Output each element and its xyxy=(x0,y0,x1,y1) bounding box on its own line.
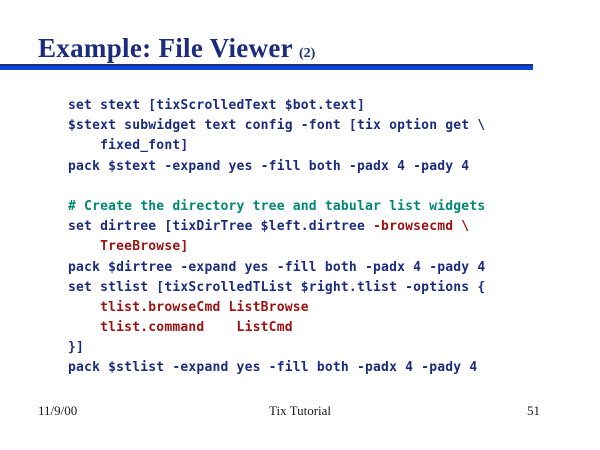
code-segment: tlist.command ListCmd xyxy=(68,320,293,336)
footer-date: 11/9/00 xyxy=(38,403,78,418)
code-line: $stext subwidget text config -font [tix … xyxy=(68,116,485,136)
code-line: fixed_font] xyxy=(68,136,485,156)
code-line: set stlist [tixScrolledTList $right.tlis… xyxy=(68,278,485,298)
code-line: pack $dirtree -expand yes -fill both -pa… xyxy=(68,258,485,278)
code-line: pack $stlist -expand yes -fill both -pad… xyxy=(68,358,485,378)
code-line: pack $stext -expand yes -fill both -padx… xyxy=(68,157,485,177)
code-segment: # Create the directory tree and tabular … xyxy=(68,198,486,214)
code-line: set stext [tixScrolledText $bot.text] xyxy=(68,96,485,116)
code-line: }] xyxy=(68,338,485,358)
slide-title: Example: File Viewer (2) xyxy=(38,33,315,64)
code-segment: set stext [tixScrolledText $bot.text] xyxy=(68,98,365,113)
code-segment: tlist.browseCmd ListBrowse xyxy=(68,299,309,315)
code-segment: pack $dirtree -expand yes -fill both -pa… xyxy=(68,259,486,275)
code-line xyxy=(68,177,485,197)
code-line: TreeBrowse] xyxy=(68,237,485,257)
title-underline-bar xyxy=(0,64,533,70)
code-segment: -browsecmd \ xyxy=(373,219,470,235)
slide-title-text: Example: File Viewer xyxy=(38,33,293,63)
footer-title: Tix Tutorial xyxy=(268,403,332,418)
code-segment: pack $stlist -expand yes -fill both -pad… xyxy=(68,360,478,376)
footer-page-number: 51 xyxy=(527,403,540,418)
code-line: tlist.command ListCmd xyxy=(68,318,485,338)
code-segment: set stlist [tixScrolledTList $right.tlis… xyxy=(68,279,486,295)
code-segment: TreeBrowse] xyxy=(68,239,189,255)
code-line: # Create the directory tree and tabular … xyxy=(68,197,485,217)
code-segment: }] xyxy=(68,340,85,356)
slide-title-suffix: (2) xyxy=(298,46,316,61)
code-segment: fixed_font] xyxy=(68,138,189,154)
code-segment: $stext subwidget text config -font [tix … xyxy=(68,118,486,134)
code-line: tlist.browseCmd ListBrowse xyxy=(68,298,485,318)
code-line: set dirtree [tixDirTree $left.dirtree -b… xyxy=(68,217,485,237)
code-segment: pack $stext -expand yes -fill both -padx… xyxy=(68,158,470,174)
code-block: set stext [tixScrolledText $bot.text] $st… xyxy=(68,96,485,379)
code-segment: set dirtree [tixDirTree $left.dirtree xyxy=(68,219,374,235)
